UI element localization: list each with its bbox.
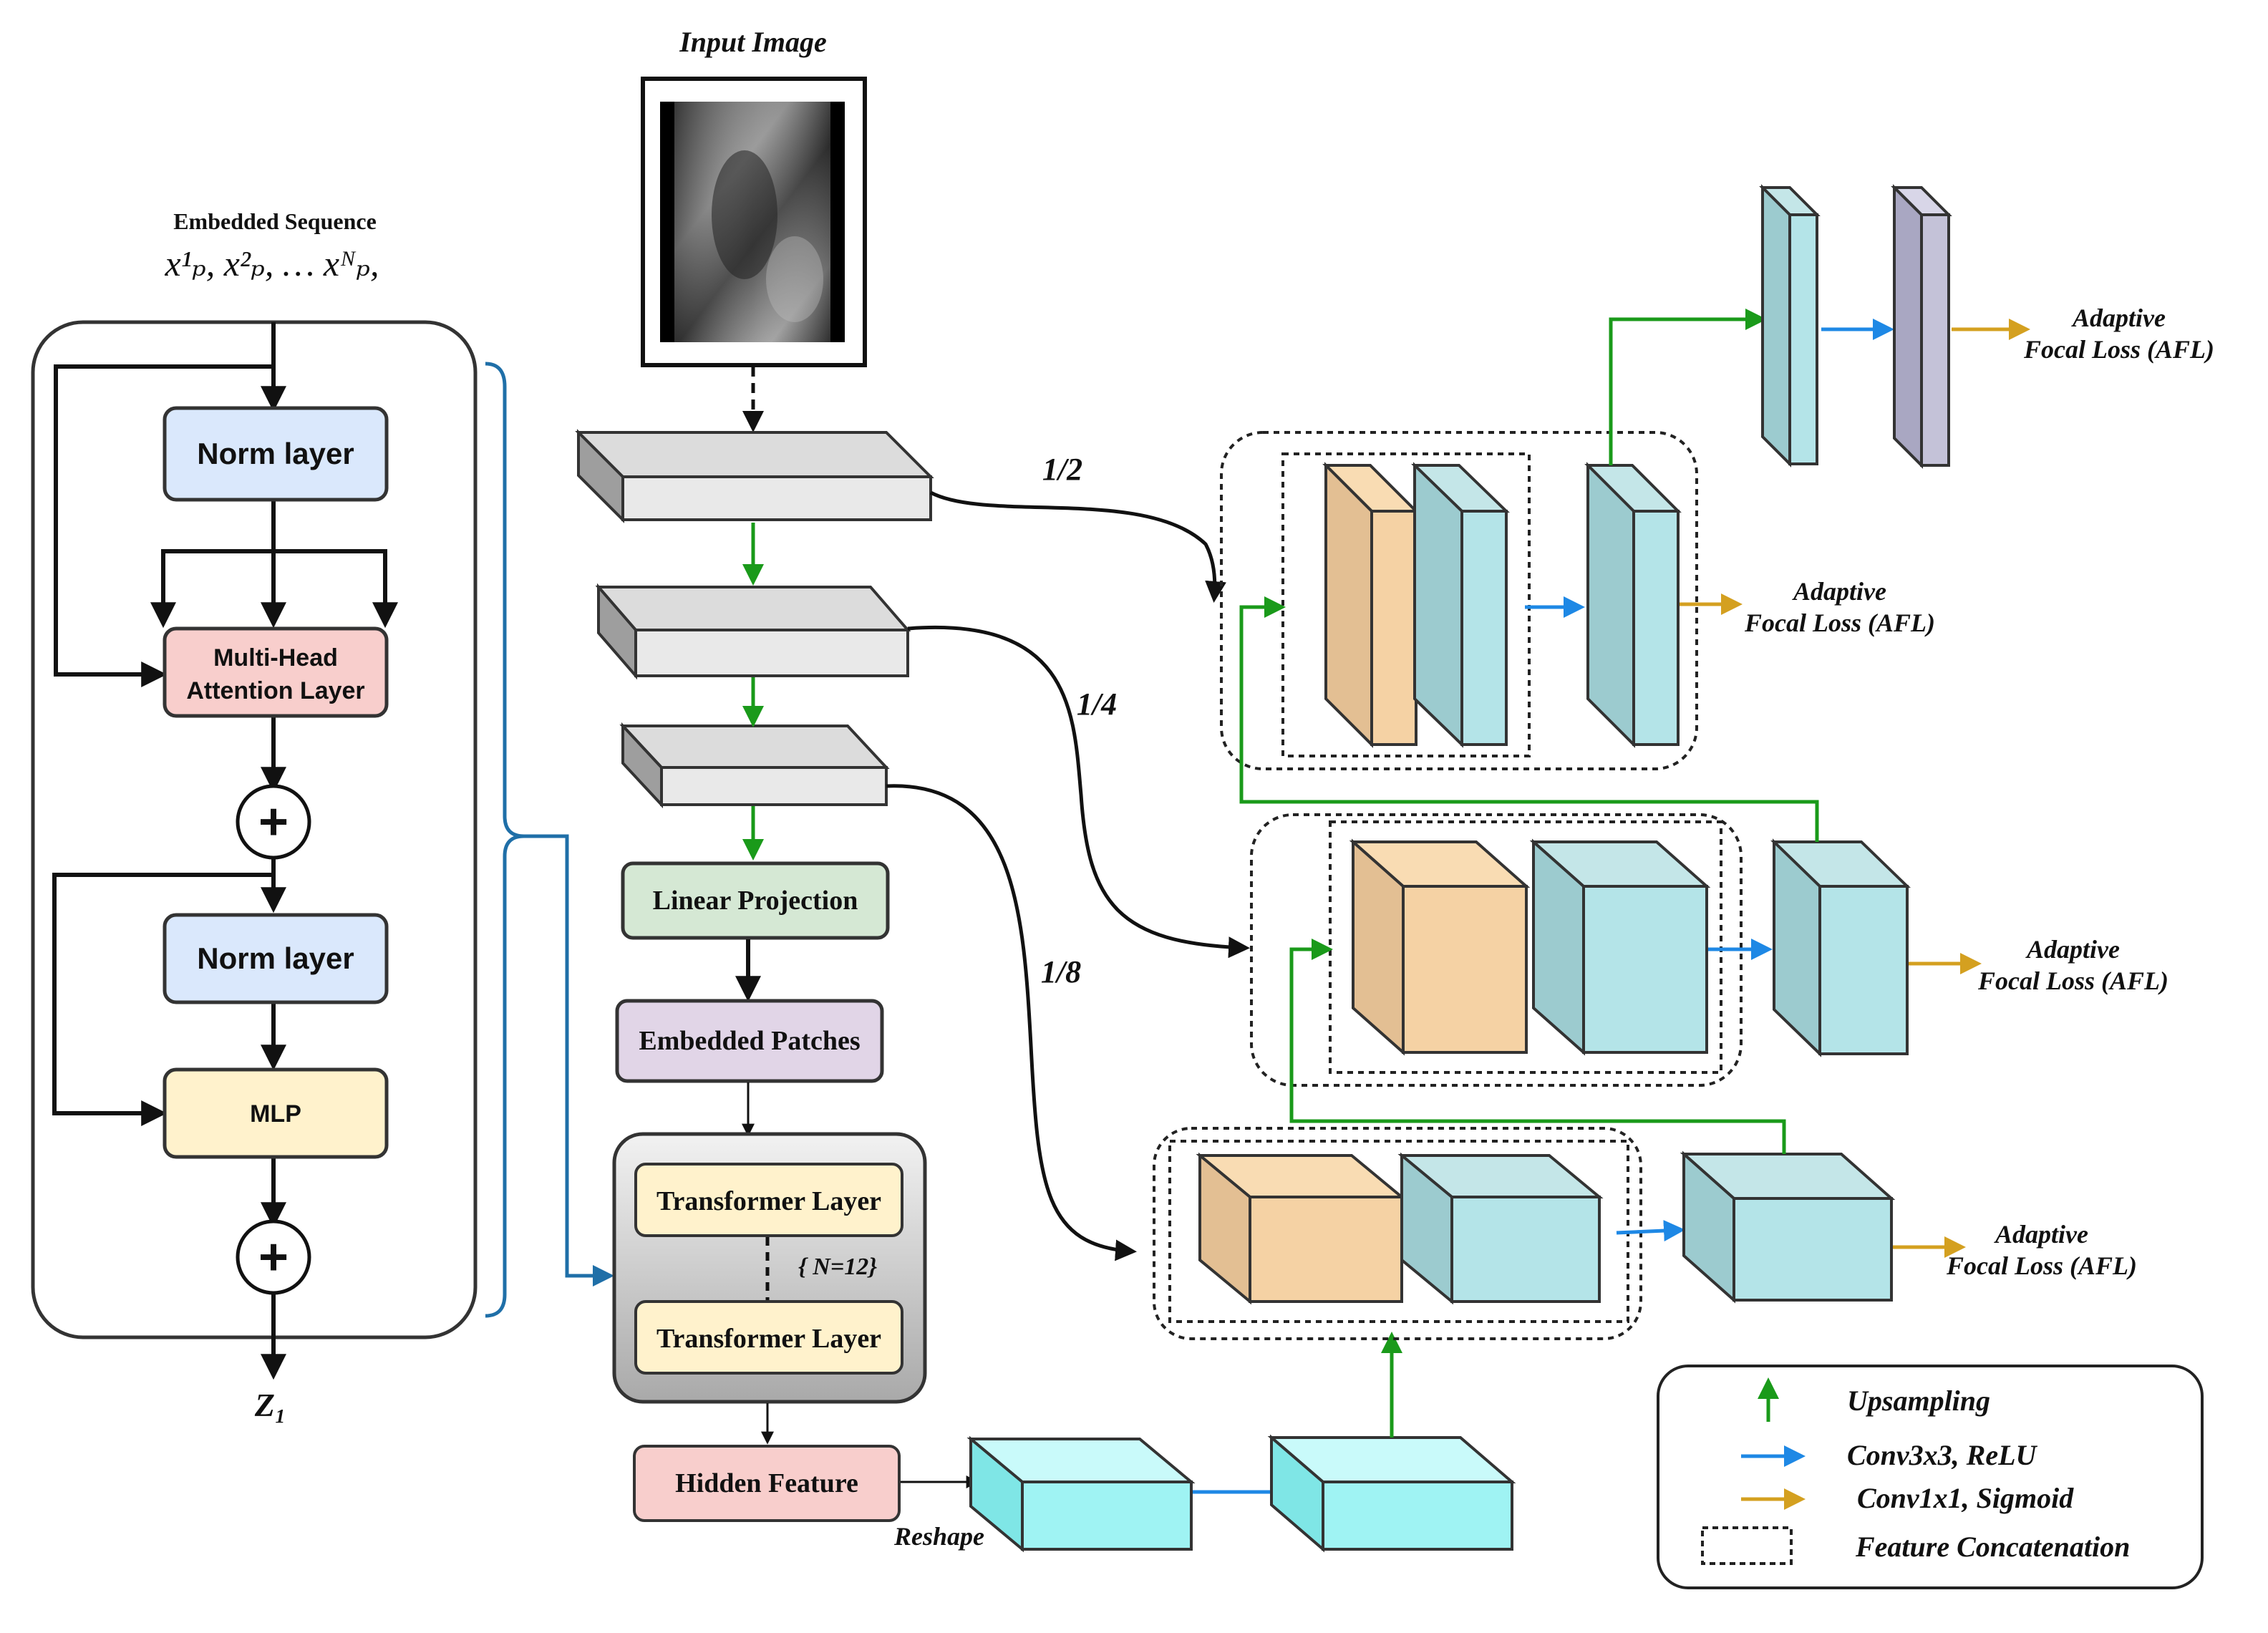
concat-outer-3 [1153,1127,1642,1340]
mlp-box [163,1067,389,1159]
mha-box [163,626,389,718]
upsample-3-to-2-arrow [1289,939,1786,1154]
reshape-label: Reshape [893,1522,984,1551]
skip-feature-block-2 [1349,838,1531,1056]
decoder-output-block-1 [1584,462,1682,748]
cnn-feature-3 [619,722,890,809]
skip-feature-block-3 [1196,1152,1406,1305]
afl-2-line2: Focal Loss (AFL) [1977,966,2168,995]
hidden-feature-label: Hidden Feature [675,1468,858,1498]
upsampled-feature-block-2 [1529,838,1711,1056]
skip-feature-block-1 [1322,462,1420,748]
concat-inner-2 [1329,820,1722,1074]
mlp-label: MLP [250,1100,301,1128]
afl-3-line1: Adaptive [1994,1220,2088,1249]
norm-layer-2-box [163,913,389,1004]
legend-concat-label: Feature Concatenation [1855,1531,2130,1563]
upsampled-feature-block-1 [1411,462,1510,748]
conv-arrow-3 [1616,1220,1685,1242]
encoder-output-label: Z₁ [254,1387,286,1423]
legend-box [1657,1365,2204,1589]
norm-layer-2-label: Norm layer [197,941,354,975]
embedded-patches-box [615,999,884,1083]
hidden-feature-box [633,1445,901,1522]
afl-3-line2: Focal Loss (AFL) [1946,1251,2137,1280]
legend-conv3-label: Conv3x3, ReLU [1847,1439,2038,1471]
legend-conv1-label: Conv1x1, Sigmoid [1857,1482,2074,1514]
decoder-output-block-3 [1680,1150,1896,1304]
sequence-formula: x¹ₚ, x²ₚ, … xᴺₚ, [165,243,379,284]
head-output-block [1891,184,1952,469]
scale-label-half: 1/2 [1042,452,1082,487]
embedded-patches-label: Embedded Patches [639,1026,860,1056]
norm-layer-1-box [163,406,389,502]
transformer-repeat-label: { N=12} [798,1254,877,1280]
residual-add-2 [236,1219,311,1295]
scale-label-eighth: 1/8 [1041,954,1081,989]
residual-add-1-sign: + [258,793,289,851]
upsample-to-head-arrow [1609,309,1767,465]
transformer-layer-bottom-box [634,1300,903,1375]
head-conv-block [1759,184,1821,467]
conv-feature-block [1267,1434,1516,1553]
cnn-feature-1 [575,429,934,523]
scale-label-quarter: 1/4 [1077,687,1117,722]
upsample-2-to-1-arrow [1239,596,1819,842]
legend-upsampling-label: Upsampling [1847,1385,1990,1417]
legend-concat-swatch [1701,1526,1793,1565]
residual-add-1 [236,784,311,860]
encoder-container [31,320,478,1339]
transformer-layer-bottom-label: Transformer Layer [656,1324,881,1354]
concat-outer-1 [1220,431,1698,770]
reshaped-feature-block [966,1435,1196,1553]
embedded-sequence-label: Embedded Sequence [173,208,377,234]
upsampled-feature-block-3 [1397,1152,1604,1305]
concat-outer-2 [1250,813,1743,1087]
cnn-feature-2 [595,583,911,680]
afl-head-line1: Adaptive [2071,304,2166,332]
afl-2-line1: Adaptive [2025,935,2120,964]
skip-connections [886,490,1250,1261]
mha-label-line1: Multi-Head [213,644,338,672]
norm-layer-1-label: Norm layer [197,437,354,470]
encoder-bracket [485,362,614,1318]
residual-add-2-sign: + [258,1229,289,1286]
afl-1-line1: Adaptive [1792,577,1886,606]
input-image-title: Input Image [679,26,827,58]
encoder-connectors [52,322,398,1380]
linear-projection-box [621,861,890,940]
transformer-layer-top-label: Transformer Layer [656,1186,881,1216]
transformer-layer-top-box [634,1163,903,1237]
decoder-output-block-2 [1770,838,1911,1057]
linear-projection-label: Linear Projection [653,886,858,916]
afl-head-line2: Focal Loss (AFL) [2023,335,2214,364]
input-image-picture [660,102,845,342]
mha-label-line2: Attention Layer [186,677,364,704]
afl-1-line2: Focal Loss (AFL) [1744,609,1935,637]
